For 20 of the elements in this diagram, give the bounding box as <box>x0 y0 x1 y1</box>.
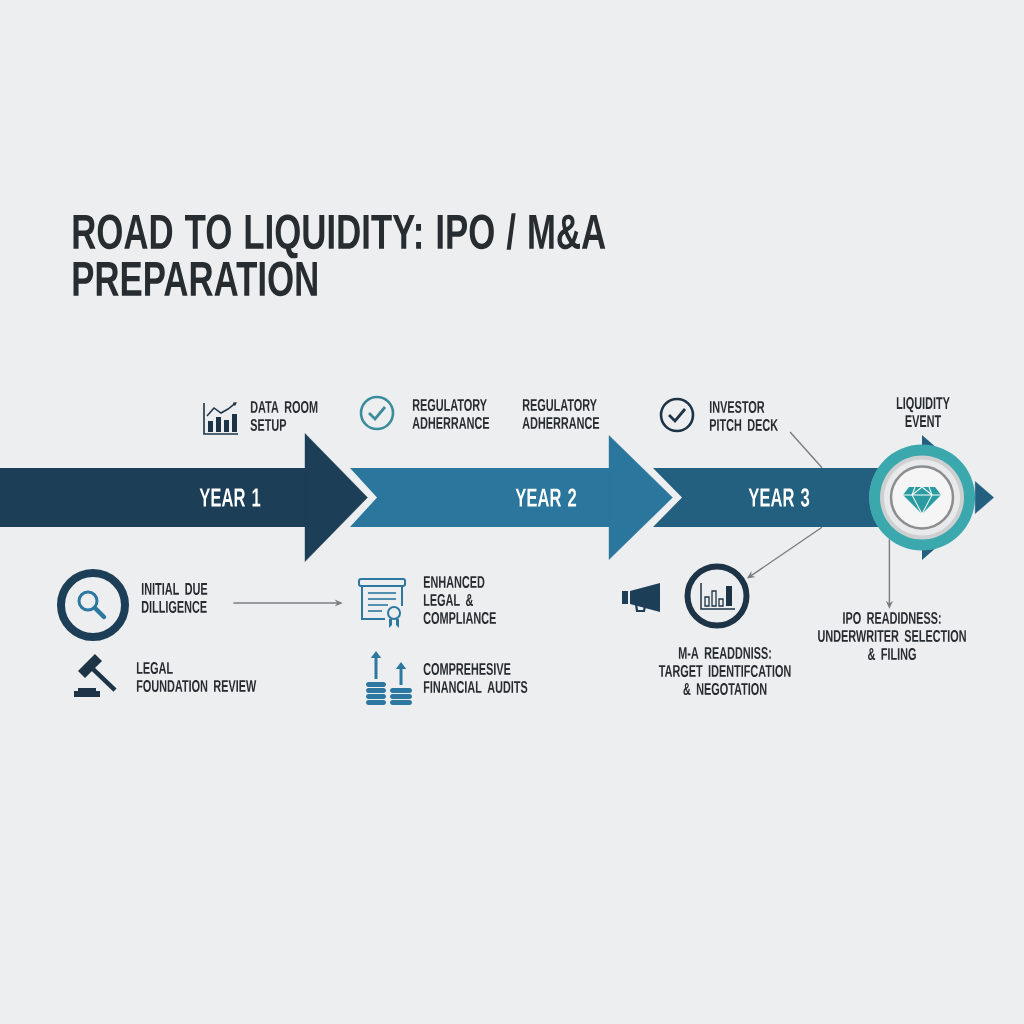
arrowhead <box>304 433 368 562</box>
step-label: DATA ROOM SETUP <box>250 401 318 432</box>
step-label: INITIAL DUE DILLIGENCE <box>141 583 208 613</box>
leader-line <box>789 431 823 469</box>
timeline-band: YEAR 2 <box>350 468 609 527</box>
step-label: LEGAL FOUNDATION REVIEW <box>136 662 257 693</box>
step-label: M-A READDNISS: TARGET IDENTIFCATION & NEGOTATION <box>658 647 791 696</box>
title: ROAD TO LIQUIDITY: IPO / M&A PREPARATION <box>73 213 606 297</box>
arrowhead <box>974 481 994 514</box>
step-label: REGULATORY ADHERRANCE <box>412 399 490 430</box>
timeline-band: YEAR 3 <box>653 468 879 527</box>
step-label: ENHANCED LEGAL & COMPLIANCE <box>423 576 496 625</box>
step-label: INVESTOR PITCH DECK <box>709 401 778 432</box>
node-label: YEAR 2 <box>515 488 577 507</box>
node-label: YEAR 1 <box>199 488 261 507</box>
arrowhead <box>608 435 673 560</box>
milestone-label: LIQUIDITY EVENT <box>896 397 950 427</box>
step-label: COMPREHESIVE FINANCIAL AUDITS <box>423 663 528 694</box>
step-label: REGULATORY ADHERRANCE <box>522 399 600 430</box>
step-label: IPO READIDNESS: UNDERWRITER SELECTION & FILING <box>818 612 966 661</box>
